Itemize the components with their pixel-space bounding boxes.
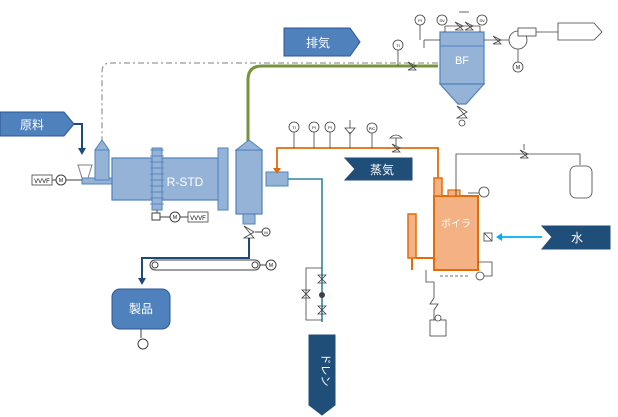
- svg-text:M: M: [516, 65, 520, 71]
- steam-tag: 蒸気: [343, 157, 413, 181]
- svg-text:TI: TI: [292, 125, 296, 130]
- svg-text:M: M: [264, 230, 267, 235]
- steam-pic: PIC: [366, 122, 378, 134]
- pulse-valve: [454, 21, 464, 31]
- product-weigher: [137, 338, 149, 350]
- exhaust-tag: 排気: [283, 27, 361, 57]
- fan-damper: [492, 35, 502, 45]
- stack-outlet: [557, 22, 603, 41]
- raw-material-label: 原料: [20, 118, 44, 132]
- exhaust-label: 排気: [306, 35, 330, 50]
- exhaust-fan: [508, 27, 537, 50]
- bf-rotary-valve: [455, 105, 468, 119]
- steam-pi-1: PI: [308, 121, 320, 133]
- bag-filter: BF: [438, 31, 486, 105]
- drain-valve-3: [317, 305, 327, 315]
- rotary-valve: [242, 225, 255, 239]
- svg-text:PI: PI: [328, 125, 332, 130]
- pi-bf-top: PI: [414, 14, 426, 26]
- product-label: 製品: [129, 302, 153, 316]
- water-tag: 水: [540, 225, 611, 250]
- boiler: ボイラ: [407, 195, 493, 271]
- boiler-feed-pump: [475, 271, 485, 281]
- svg-text:PIC: PIC: [369, 126, 376, 131]
- boiler-steam-drum: [433, 177, 443, 197]
- dryer-gear: [150, 149, 164, 205]
- drain-label: ドレン: [319, 354, 331, 387]
- pulse-valve-2: [464, 21, 474, 31]
- dryer-label: R-STD: [167, 175, 204, 189]
- steam-arrow: [273, 168, 281, 174]
- steam-pi-2: PI: [324, 121, 336, 133]
- svg-text:SV: SV: [439, 18, 445, 23]
- raw-material-arrow: [78, 148, 86, 155]
- rotary-steam-tube-dryer: R-STD: [111, 147, 229, 211]
- vvvf-feeder-label: VVVF: [34, 179, 50, 185]
- blowdown-tank: [429, 314, 447, 337]
- conveyor-motor: [265, 259, 277, 271]
- product-bin: 製品: [111, 288, 171, 330]
- svg-text:SV: SV: [479, 18, 485, 23]
- rotary-valve-motor: [261, 227, 271, 237]
- svg-text:M: M: [59, 178, 63, 184]
- steam-ti: TI: [288, 121, 300, 133]
- drain-valve-2: [301, 289, 311, 299]
- svg-text:PI: PI: [312, 125, 316, 130]
- blowdown-line: [429, 290, 439, 320]
- steam-line: [276, 147, 439, 180]
- boiler-label: ボイラ: [441, 218, 471, 230]
- raw-material-line: [72, 123, 83, 150]
- boiler-return-line: [425, 270, 435, 290]
- fan-motor: M: [512, 61, 524, 73]
- fuel-valve: [519, 149, 529, 159]
- svg-text:M: M: [269, 263, 273, 269]
- steam-label: 蒸気: [370, 162, 394, 177]
- recycle-dashed-line: [101, 62, 438, 150]
- rotary-joint: [265, 171, 289, 187]
- water-label: 水: [571, 231, 583, 245]
- product-discharge-line: [141, 238, 250, 280]
- screw-conveyor: [149, 259, 261, 271]
- steam-trap: [319, 292, 325, 298]
- feed-chute: [94, 139, 110, 181]
- boiler-pressure-gauge: [468, 186, 490, 198]
- discharge-hood: [234, 139, 264, 225]
- steam-control-valve: [389, 134, 403, 153]
- boiler-top-nozzle: [447, 189, 461, 197]
- product-arrow: [138, 278, 146, 285]
- drain-line: [288, 178, 323, 322]
- exhaust-pipe: [246, 64, 438, 148]
- solenoid-valve-1: SV: [436, 14, 448, 26]
- vvvf-drive-box: VVVF: [187, 211, 209, 223]
- svg-text:PI: PI: [418, 18, 422, 23]
- fuel-line: [455, 153, 581, 196]
- svg-text:M: M: [173, 215, 177, 221]
- svg-text:TI: TI: [396, 43, 400, 48]
- steam-safety-valve: [344, 120, 356, 148]
- solenoid-valve-2: SV: [476, 14, 488, 26]
- fuel-cylinder: [569, 165, 593, 199]
- drive-motor: M: [169, 211, 181, 223]
- water-arrow: [496, 233, 502, 241]
- exhaust-damper: [407, 61, 417, 71]
- svg-text:VVVF: VVVF: [190, 216, 206, 222]
- exhaust-ti: TI: [392, 39, 404, 51]
- drain-valve-1: [317, 274, 327, 284]
- bag-filter-label: BF: [455, 55, 469, 67]
- feeder-motor: M: [55, 174, 67, 186]
- vvvf-feeder-box: VVVF: [31, 174, 53, 186]
- raw-material-tag: 原料: [0, 111, 75, 137]
- drain-tag: ドレン: [308, 334, 336, 416]
